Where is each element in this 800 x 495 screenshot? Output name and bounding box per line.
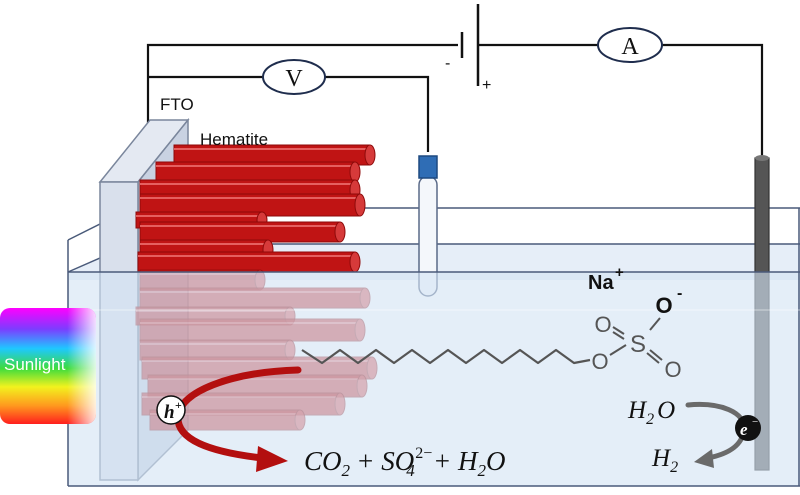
- anionic-oxygen: O: [655, 293, 672, 318]
- sodium-ion: Na: [588, 272, 614, 294]
- hole-charge: +: [175, 398, 182, 412]
- hole-carrier: [156, 395, 186, 425]
- battery: - +: [445, 4, 491, 94]
- voltmeter: V: [262, 59, 326, 95]
- ammeter-label: A: [621, 34, 639, 60]
- sulfonyl-oxygen-bottom: O: [664, 357, 681, 382]
- hole-symbol: h: [164, 402, 175, 423]
- battery-minus-label: -: [445, 55, 450, 72]
- nanorod: [139, 221, 346, 243]
- hole-transfer: h +: [156, 366, 302, 472]
- voltmeter-label: V: [285, 66, 303, 92]
- electron-carrier: [735, 415, 761, 441]
- alkyl-chain: [301, 348, 591, 365]
- fto-label: FTO: [160, 95, 194, 114]
- cathode-product-hydrogen: H2: [651, 445, 678, 476]
- nanorod: [139, 193, 366, 217]
- electron-symbol: e: [740, 420, 748, 439]
- nanorod: [137, 251, 361, 273]
- battery-plus-label: +: [482, 77, 491, 94]
- anionic-oxygen-charge: -: [677, 285, 682, 302]
- ammeter: A: [597, 27, 663, 63]
- electrolyte-solution: [67, 208, 800, 487]
- hematite-label: Hematite: [200, 130, 268, 149]
- anode-products-equation: CO2+SO2−4+H2O: [304, 445, 506, 480]
- probe-cap: [418, 155, 438, 179]
- sunlight-source: Sunlight: [0, 308, 96, 424]
- ether-oxygen: O: [591, 349, 608, 374]
- sunlight-label: Sunlight: [4, 355, 66, 374]
- sulfonyl-oxygen-left: O: [594, 312, 611, 337]
- electron-transfer: e −: [685, 401, 761, 468]
- sds-molecule: O O S O - O Na +: [301, 264, 682, 382]
- nanorod: [155, 161, 361, 183]
- circuit-wires: [146, 43, 764, 158]
- sulfur-atom: S: [630, 331, 646, 358]
- electron-charge: −: [752, 416, 758, 428]
- sodium-charge: +: [615, 264, 624, 281]
